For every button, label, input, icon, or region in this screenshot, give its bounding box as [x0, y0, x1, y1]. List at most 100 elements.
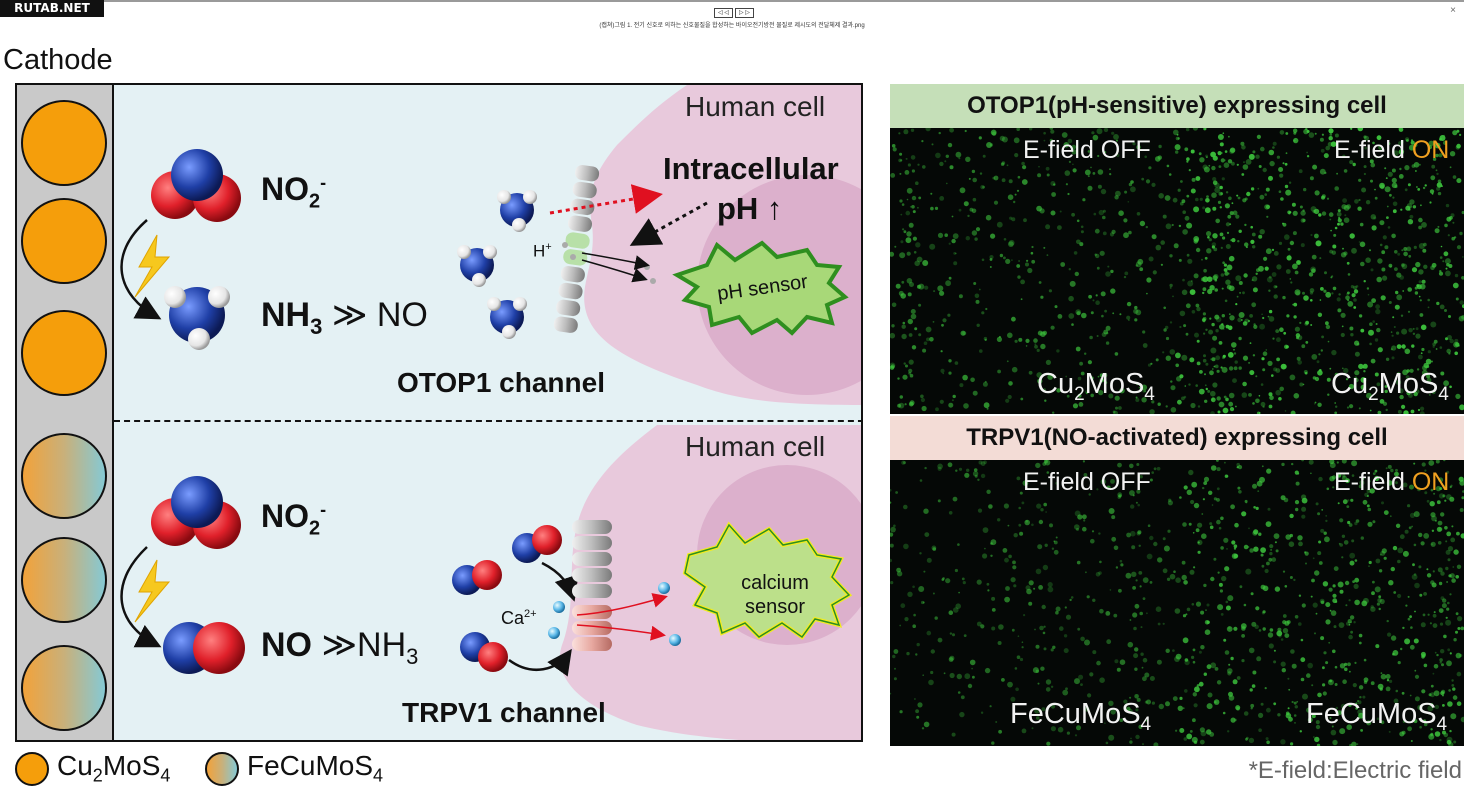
cell-speck [989, 266, 992, 268]
cell-speck [1415, 170, 1417, 172]
cell-speck [1286, 620, 1291, 624]
cell-speck [1165, 648, 1170, 653]
cell-speck [1436, 301, 1440, 306]
cell-speck [1303, 128, 1309, 135]
cell-speck [964, 472, 970, 478]
cell-speck [1113, 410, 1118, 414]
cell-speck [1262, 316, 1265, 320]
cell-speck [997, 518, 1001, 522]
next-button[interactable]: ▷ ▷ [735, 8, 754, 18]
cell-speck [1173, 243, 1179, 249]
cell-speck [1238, 312, 1245, 318]
cell-speck [1082, 460, 1085, 463]
cell-speck [1300, 243, 1305, 248]
cell-speck [1079, 242, 1084, 247]
cell-speck [989, 255, 994, 260]
cell-speck [1096, 488, 1099, 491]
cell-speck [1227, 668, 1233, 674]
cell-speck [1208, 329, 1214, 335]
cell-speck [1128, 182, 1133, 187]
cell-speck [1251, 302, 1257, 308]
cell-speck [1190, 499, 1195, 505]
cell-speck [1163, 328, 1167, 332]
cell-speck [1136, 382, 1139, 386]
cell-speck [1233, 544, 1238, 548]
cu-catalyst-circle [21, 198, 107, 284]
cell-speck [1136, 144, 1141, 150]
cell-speck [1348, 383, 1354, 390]
cell-speck [1277, 627, 1282, 632]
cell-speck [1175, 363, 1179, 368]
cell-speck [945, 154, 949, 158]
cell-speck [1110, 288, 1116, 294]
cell-speck [1289, 576, 1293, 579]
cell-speck [1357, 709, 1363, 715]
cell-speck [903, 504, 908, 510]
cell-speck [920, 394, 924, 399]
cell-speck [1080, 225, 1084, 229]
cell-speck [1421, 279, 1426, 284]
cell-speck [1357, 206, 1362, 211]
cell-speck [976, 579, 982, 585]
cell-speck [901, 280, 905, 284]
cell-speck [1114, 395, 1120, 401]
cell-speck [1095, 300, 1100, 305]
cell-speck [1203, 583, 1207, 588]
cell-speck [1396, 713, 1399, 716]
cell-speck [1118, 588, 1122, 593]
cell-speck [1339, 663, 1346, 669]
cell-speck [1065, 687, 1068, 691]
cell-speck [1124, 271, 1129, 276]
cell-speck [908, 222, 914, 228]
cell-speck [1216, 519, 1221, 525]
cell-speck [895, 491, 898, 494]
cell-speck [1204, 207, 1211, 214]
cell-speck [1442, 730, 1446, 735]
cell-speck [910, 155, 916, 160]
cell-speck [1219, 232, 1224, 237]
cell-speck [1314, 736, 1320, 743]
cell-speck [1244, 242, 1249, 247]
cell-speck [1379, 182, 1385, 189]
otop1-on-material: Cu2MoS4 [1331, 368, 1449, 405]
cell-speck [1144, 155, 1147, 159]
cell-speck [915, 709, 919, 714]
cell-speck [1440, 649, 1445, 654]
cell-speck [908, 359, 914, 365]
cell-speck [1363, 280, 1366, 283]
cell-speck [1442, 598, 1447, 603]
cell-speck [1386, 679, 1390, 682]
cell-speck [912, 236, 917, 241]
cell-speck [1138, 724, 1143, 729]
cell-speck [1216, 680, 1222, 685]
prev-button[interactable]: ◁ ◁ [714, 8, 733, 18]
cell-speck [1099, 560, 1102, 564]
cell-speck [1001, 136, 1008, 143]
cell-speck [1194, 686, 1200, 693]
cell-speck [1155, 156, 1161, 162]
cell-speck [1072, 163, 1074, 166]
cell-speck [1404, 165, 1410, 171]
cell-speck [1321, 195, 1325, 200]
cell-speck [1417, 705, 1423, 710]
cell-speck [1208, 238, 1212, 242]
cell-speck [1362, 695, 1366, 699]
cell-speck [1351, 741, 1357, 746]
cell-speck [1239, 291, 1242, 294]
cell-speck [906, 278, 913, 284]
cell-speck [1404, 188, 1408, 192]
cell-speck [1461, 276, 1464, 280]
cell-speck [1334, 411, 1338, 414]
cell-speck [1284, 585, 1288, 588]
cell-speck [1421, 655, 1425, 659]
cell-speck [1211, 322, 1215, 327]
cell-speck [1296, 356, 1301, 361]
cell-speck [1266, 740, 1270, 745]
cell-speck [1332, 584, 1336, 588]
cell-speck [1065, 614, 1072, 620]
cell-speck [1001, 678, 1005, 682]
close-icon[interactable]: × [1450, 5, 1456, 16]
top-border [104, 0, 1464, 2]
legend-fe-circle [205, 752, 239, 786]
cell-speck [979, 172, 983, 175]
